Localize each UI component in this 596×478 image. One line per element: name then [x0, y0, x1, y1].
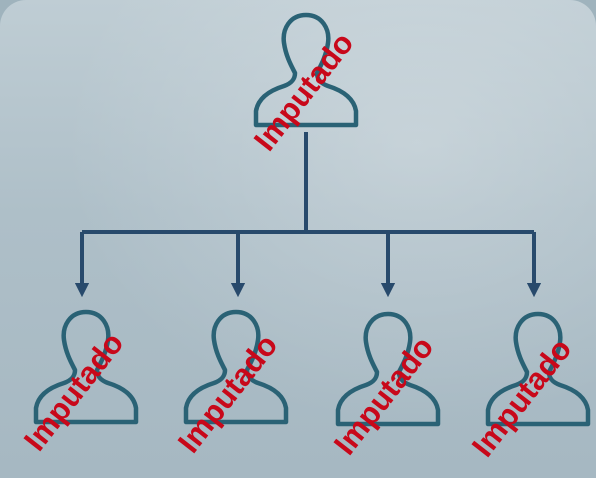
child-label: Imputado [465, 332, 578, 463]
child-label: Imputado [171, 328, 284, 459]
connectors [74, 132, 542, 298]
child-node: Imputado [171, 312, 286, 459]
child-label: Imputado [17, 326, 130, 457]
child-node: Imputado [17, 312, 136, 457]
child-node: Imputado [465, 314, 588, 463]
root-node: Imputado [247, 15, 360, 157]
child-node: Imputado [327, 314, 440, 461]
